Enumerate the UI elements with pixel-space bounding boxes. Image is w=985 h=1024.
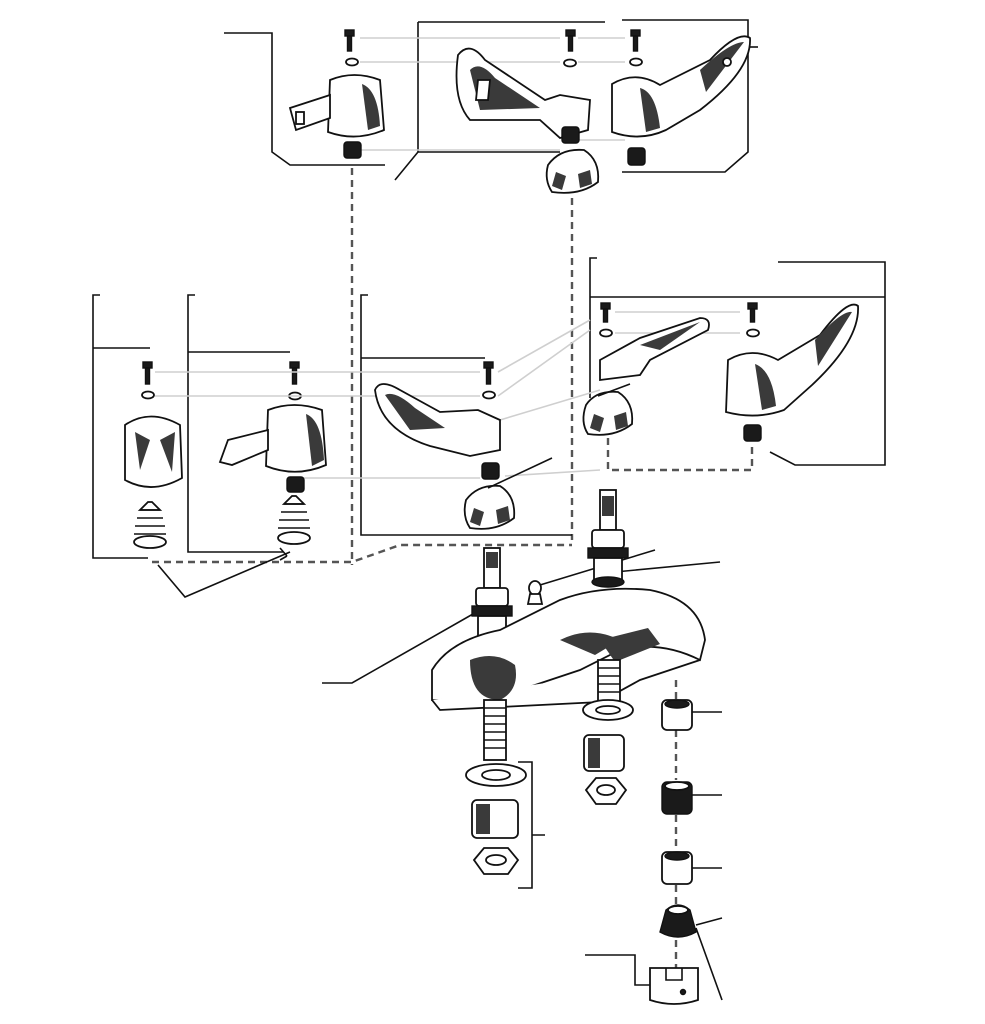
washer-icon xyxy=(629,57,643,67)
blade-handle-icon xyxy=(611,35,751,138)
aerator-icon xyxy=(661,781,693,815)
aerator-spray-icon xyxy=(659,904,697,938)
option-box-top-left xyxy=(224,32,385,166)
index-button-icon xyxy=(526,580,544,605)
blade-handle-icon xyxy=(725,303,859,417)
blade-handle-icon xyxy=(374,383,501,457)
washer-icon xyxy=(746,328,760,338)
option-box-lever xyxy=(187,294,290,553)
nut-icon xyxy=(472,847,520,875)
option-box-wrist-right xyxy=(589,257,886,466)
coupling-nut-icon xyxy=(583,734,625,772)
screw-icon xyxy=(483,361,494,385)
option-box-knob xyxy=(92,294,150,559)
cartridge-adapter-icon xyxy=(627,147,646,166)
washer-icon xyxy=(563,58,577,68)
cartridge-icon xyxy=(587,489,629,588)
cartridge-adapter-icon xyxy=(743,424,762,442)
screw-icon xyxy=(142,361,153,385)
cartridge-adapter-icon xyxy=(343,141,362,159)
knob-cap-icon xyxy=(582,390,634,436)
aerator-icon xyxy=(661,699,693,731)
nut-icon xyxy=(584,777,628,805)
screw-icon xyxy=(747,302,758,323)
spring-icon xyxy=(277,495,311,545)
screw-icon xyxy=(630,29,641,52)
washer-icon xyxy=(599,328,613,338)
aerator-icon xyxy=(661,851,693,885)
spout-icon xyxy=(431,587,706,711)
threaded-shank-icon xyxy=(597,659,621,706)
cartridge-adapter-icon xyxy=(286,476,305,493)
cartridge-adapter-icon xyxy=(561,126,580,144)
lever-handle-icon xyxy=(288,74,385,138)
coupling-nut-icon xyxy=(471,799,519,839)
wrist-blade-handle-icon xyxy=(599,317,710,382)
threaded-shank-icon xyxy=(483,699,507,761)
screw-icon xyxy=(600,302,611,323)
lever-handle-icon xyxy=(218,404,327,473)
knob-handle-icon xyxy=(124,415,183,488)
option-box-blade-center xyxy=(360,294,572,536)
screw-icon xyxy=(565,29,576,52)
knob-cap-icon xyxy=(463,484,516,530)
key-tool-icon xyxy=(649,967,699,1005)
wrist-blade-handle-icon xyxy=(455,47,591,140)
knob-cap-icon xyxy=(545,148,600,194)
washer-icon xyxy=(141,390,155,400)
screw-icon xyxy=(289,361,300,385)
screw-icon xyxy=(344,29,355,52)
washer-icon xyxy=(345,57,359,67)
cartridge-adapter-icon xyxy=(481,462,500,480)
option-box-top-center xyxy=(394,21,605,181)
spring-icon xyxy=(133,501,167,549)
washer-icon xyxy=(482,390,496,400)
